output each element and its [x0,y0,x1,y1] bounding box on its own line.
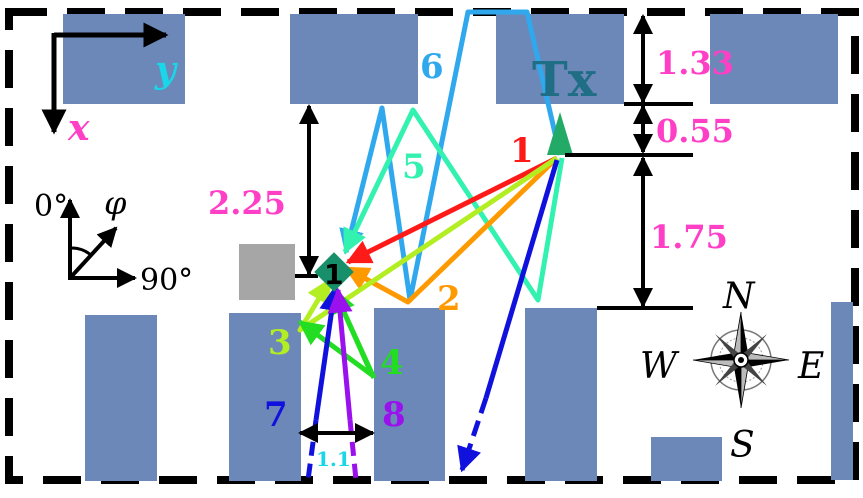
coordinate-axes: y x [41,22,178,149]
y-axis-label: y [154,49,178,91]
building-bottom-2 [229,313,301,481]
building-top-3 [496,14,624,104]
ray-path-5 [342,107,565,303]
dim-top-gap: 1.33 [656,44,734,82]
angle-key: 0° φ 90° [34,184,193,298]
tx-label: Tx [532,52,597,108]
building-top-4 [710,14,838,104]
path-label-6: 6 [420,47,444,87]
dim-rx-to-top: 2.25 [208,184,286,222]
building-bottom-4 [525,308,597,481]
compass-rose: N S E W [640,276,824,466]
dim-tx-to-street: 1.75 [650,218,728,256]
receiver-marker [314,252,354,292]
path-label-7: 7 [264,395,288,435]
building-bottom-1 [85,315,157,481]
path-label-8: 8 [382,395,406,435]
compass-south: S [730,425,755,466]
receiver-label: 1 [324,258,343,291]
buildings [63,14,853,481]
path-label-2: 2 [437,279,461,319]
ray-path-7-solid [313,285,345,421]
dimension-lines [298,13,693,443]
path-label-5: 5 [402,147,426,187]
receiver-box [239,244,295,300]
dim-street-width: 1.1 [316,447,351,471]
compass-east: E [797,346,824,387]
ray-path-6 [339,9,563,303]
compass-icon [692,311,790,409]
ray-path-7-tx-dash [457,397,489,473]
angle-phi-arc [69,246,94,258]
ray-path-8-dash [347,419,359,481]
path-label-1: 1 [510,131,534,171]
angle-phi-arrow [68,226,118,280]
ray-path-2 [343,156,559,305]
ray-path-7-dash [305,419,319,481]
path-label-4: 4 [380,343,404,383]
building-bottom-5 [651,437,722,481]
ray-path-7-tx [483,159,560,399]
angle-zero-label: 0° [34,189,68,224]
dim-tx-offset: 0.55 [656,112,734,150]
path-label-3: 3 [268,323,292,363]
compass-west: W [640,346,680,387]
building-right-edge [831,302,853,480]
building-bottom-3 [374,308,445,481]
compass-north: N [722,276,756,317]
boundary-frame [5,8,859,484]
angle-phi-label: φ [104,184,127,222]
tx-marker [547,112,573,155]
building-top-2 [290,14,418,104]
path-labels: 1 2 3 4 5 6 7 8 [264,47,534,435]
ray-path-1 [345,155,559,265]
dimension-values: 1.33 0.55 1.75 2.25 1.1 [208,44,734,471]
x-axis-label: x [67,107,90,149]
angle-ninety-label: 90° [140,263,193,298]
ray-path-8-solid [327,287,353,421]
